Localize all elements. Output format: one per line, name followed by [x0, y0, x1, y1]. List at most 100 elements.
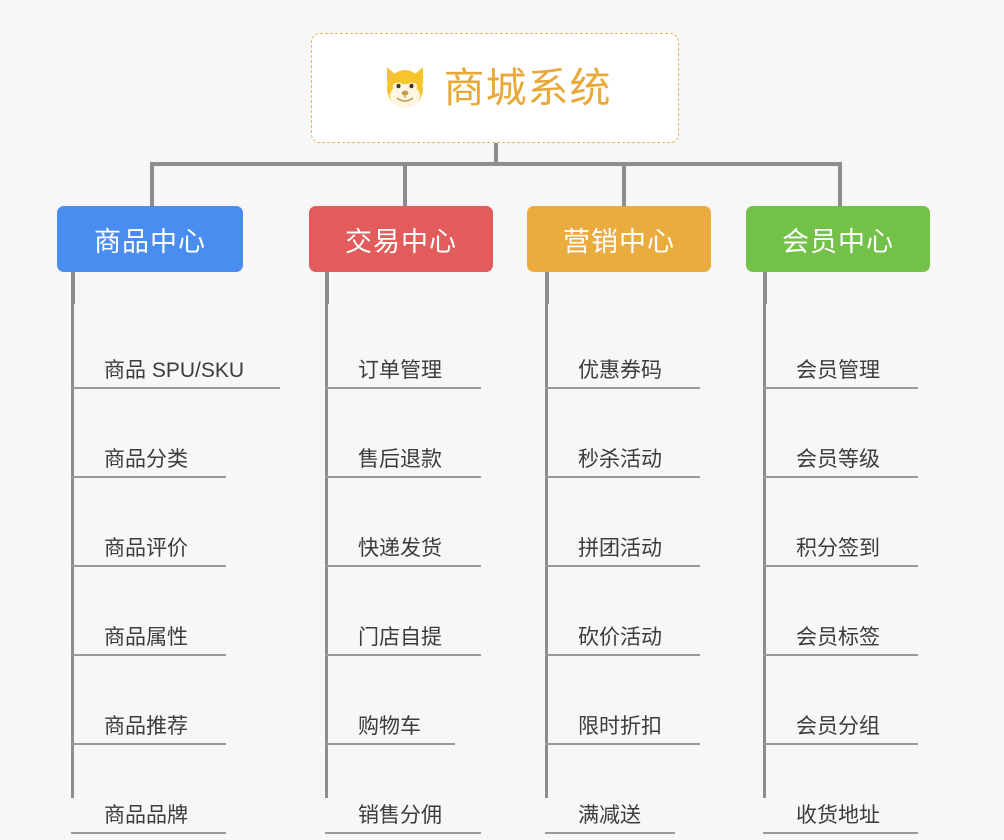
list-item[interactable]: 优惠券码 — [545, 300, 721, 389]
connector-root-stem — [494, 143, 498, 166]
root-node[interactable]: 商城系统 — [311, 33, 679, 143]
item-label: 购物车 — [358, 714, 421, 738]
category-box-marketing[interactable]: 营销中心 — [527, 206, 711, 272]
column-spine — [325, 300, 328, 798]
column-spine — [71, 300, 74, 798]
item-underline — [71, 832, 226, 834]
list-item[interactable]: 会员等级 — [763, 389, 939, 478]
category-box-member[interactable]: 会员中心 — [746, 206, 930, 272]
item-label: 商品评价 — [104, 536, 188, 560]
list-item[interactable]: 订单管理 — [325, 300, 501, 389]
item-label: 销售分佣 — [358, 803, 442, 827]
connector-drop-2 — [403, 162, 407, 207]
item-underline — [763, 476, 918, 478]
connector-drop-3 — [622, 162, 626, 207]
connector-category-stem-3 — [545, 270, 549, 304]
item-underline — [763, 387, 918, 389]
item-label: 快递发货 — [358, 536, 442, 560]
item-underline — [545, 476, 700, 478]
item-underline — [71, 743, 226, 745]
item-underline — [325, 387, 481, 389]
list-item[interactable]: 商品分类 — [71, 389, 281, 478]
list-item[interactable]: 商品品牌 — [71, 745, 281, 834]
item-underline — [71, 476, 226, 478]
connector-drop-1 — [150, 162, 154, 207]
item-column-marketing: 优惠券码 秒杀活动 拼团活动 砍价活动 限时折扣 满减送 — [545, 300, 721, 834]
list-item[interactable]: 商品属性 — [71, 567, 281, 656]
category-label: 营销中心 — [563, 226, 675, 257]
item-label: 会员等级 — [796, 447, 880, 471]
connector-category-stem-2 — [325, 270, 329, 304]
item-label: 商品分类 — [104, 447, 188, 471]
category-label: 商品中心 — [94, 226, 206, 257]
item-label: 售后退款 — [358, 447, 442, 471]
column-spine — [545, 300, 548, 798]
item-underline — [545, 565, 700, 567]
list-item[interactable]: 会员标签 — [763, 567, 939, 656]
list-item[interactable]: 限时折扣 — [545, 656, 721, 745]
list-item[interactable]: 积分签到 — [763, 478, 939, 567]
list-item[interactable]: 门店自提 — [325, 567, 501, 656]
item-underline — [545, 654, 700, 656]
connector-drop-4 — [838, 162, 842, 207]
item-underline — [763, 565, 918, 567]
column-spine — [763, 300, 766, 798]
list-item[interactable]: 秒杀活动 — [545, 389, 721, 478]
item-label: 满减送 — [578, 803, 641, 827]
item-column-member: 会员管理 会员等级 积分签到 会员标签 会员分组 收货地址 — [763, 300, 939, 834]
dog-face-icon — [379, 62, 431, 114]
item-underline — [325, 654, 481, 656]
list-item[interactable]: 售后退款 — [325, 389, 501, 478]
item-underline — [71, 565, 226, 567]
item-label: 门店自提 — [358, 625, 442, 649]
list-item[interactable]: 商品评价 — [71, 478, 281, 567]
item-column-trade: 订单管理 售后退款 快递发货 门店自提 购物车 销售分佣 — [325, 300, 501, 834]
item-label: 订单管理 — [358, 358, 442, 382]
item-label: 秒杀活动 — [578, 447, 662, 471]
item-underline — [325, 565, 481, 567]
item-label: 积分签到 — [796, 536, 880, 560]
item-column-product: 商品 SPU/SKU 商品分类 商品评价 商品属性 商品推荐 商品品牌 — [71, 300, 281, 834]
category-box-product[interactable]: 商品中心 — [57, 206, 243, 272]
item-label: 商品推荐 — [104, 714, 188, 738]
item-label: 优惠券码 — [578, 358, 662, 382]
item-label: 砍价活动 — [578, 625, 662, 649]
list-item[interactable]: 砍价活动 — [545, 567, 721, 656]
item-label: 会员管理 — [796, 358, 880, 382]
category-box-trade[interactable]: 交易中心 — [309, 206, 493, 272]
list-item[interactable]: 收货地址 — [763, 745, 939, 834]
item-underline — [71, 654, 226, 656]
item-label: 会员标签 — [796, 625, 880, 649]
item-underline — [545, 387, 700, 389]
item-underline — [545, 743, 700, 745]
item-underline — [763, 654, 918, 656]
connector-horizontal-bar — [150, 162, 840, 166]
list-item[interactable]: 快递发货 — [325, 478, 501, 567]
list-item[interactable]: 销售分佣 — [325, 745, 501, 834]
category-label: 会员中心 — [782, 226, 894, 257]
item-underline — [325, 832, 481, 834]
item-label: 商品属性 — [104, 625, 188, 649]
item-underline — [763, 743, 918, 745]
item-label: 商品 SPU/SKU — [104, 358, 245, 382]
item-label: 会员分组 — [796, 714, 880, 738]
root-title: 商城系统 — [443, 64, 612, 111]
item-label: 限时折扣 — [578, 714, 662, 738]
list-item[interactable]: 会员分组 — [763, 656, 939, 745]
category-label: 交易中心 — [345, 226, 457, 257]
list-item[interactable]: 商品 SPU/SKU — [71, 300, 281, 389]
item-underline — [325, 476, 481, 478]
item-label: 商品品牌 — [104, 803, 188, 827]
connector-category-stem-4 — [763, 270, 767, 304]
list-item[interactable]: 满减送 — [545, 745, 721, 834]
list-item[interactable]: 拼团活动 — [545, 478, 721, 567]
list-item[interactable]: 会员管理 — [763, 300, 939, 389]
item-underline — [71, 387, 280, 389]
list-item[interactable]: 商品推荐 — [71, 656, 281, 745]
item-underline — [763, 832, 918, 834]
item-underline — [545, 832, 675, 834]
item-label: 拼团活动 — [578, 536, 662, 560]
list-item[interactable]: 购物车 — [325, 656, 501, 745]
item-underline — [325, 743, 455, 745]
